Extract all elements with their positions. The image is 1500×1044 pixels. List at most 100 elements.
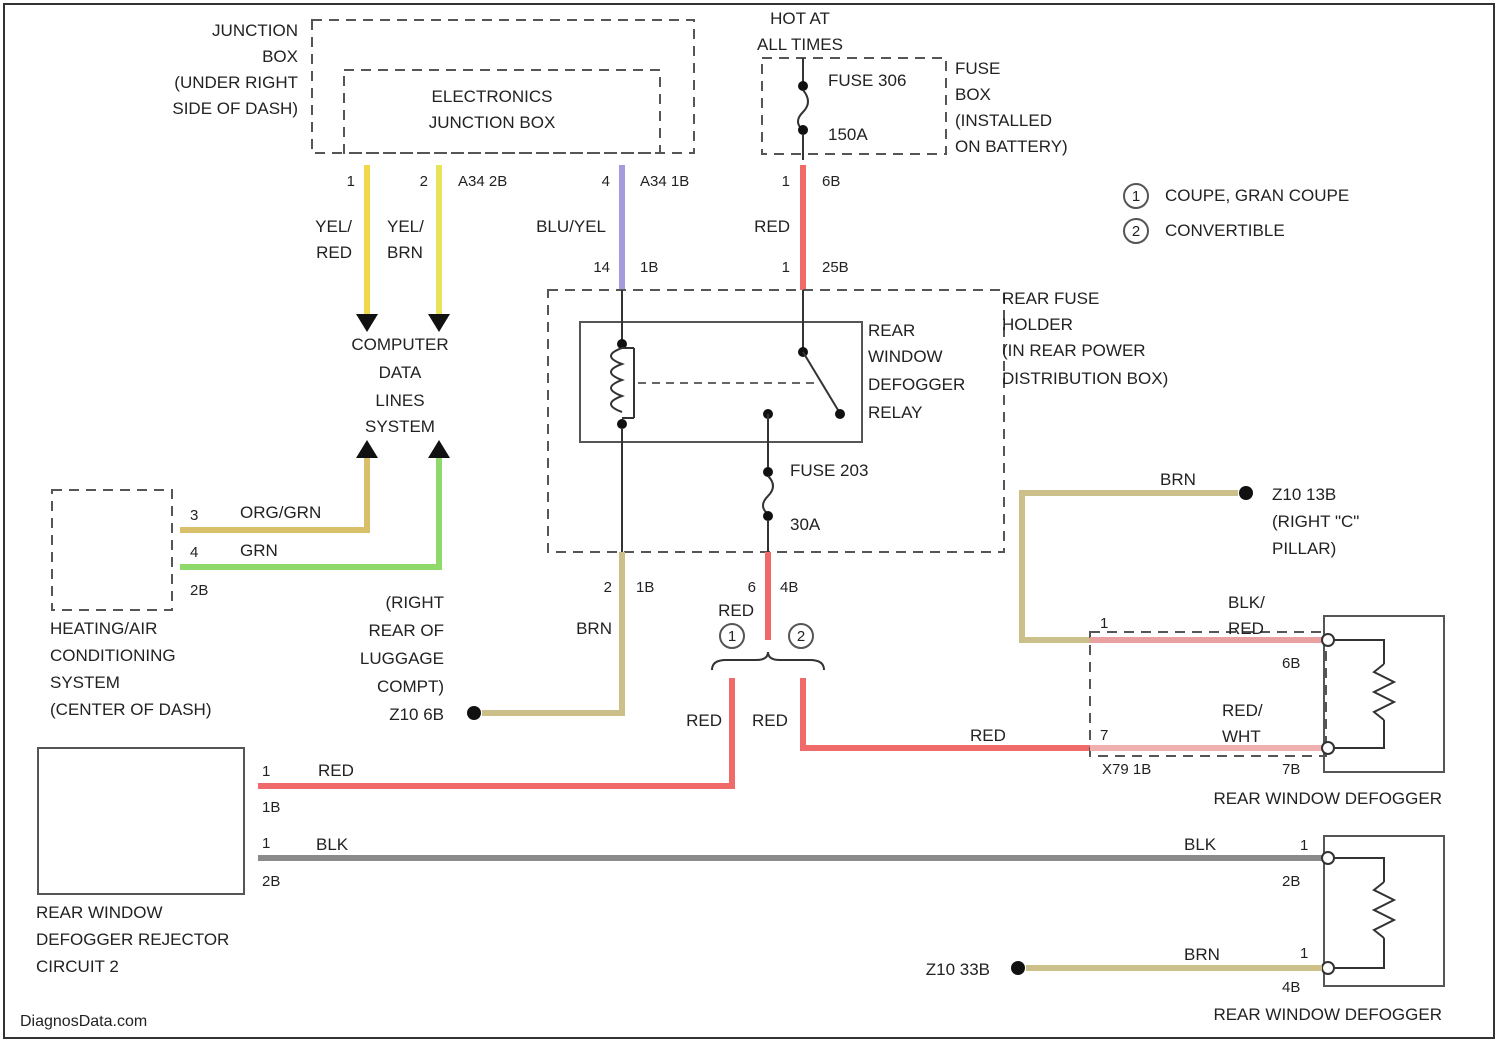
connector-label: 6B — [1282, 655, 1300, 672]
hot-at-all-times-label: HOT AT — [770, 9, 830, 28]
computer-data-lines-label: COMPUTER DATA LINES SYSTEM — [351, 335, 448, 436]
wire-color-label: ORG/GRN — [240, 503, 321, 522]
defogger-terminal — [1322, 742, 1334, 754]
wire-color-label: BLU/YEL — [536, 217, 606, 236]
wire-color-label: RED — [754, 217, 790, 236]
wire-color-label: RED — [686, 711, 722, 730]
defogger-heater-grid-icon — [1374, 882, 1394, 938]
z10-6b-location-line: COMPT) — [377, 677, 444, 696]
fuse-203-terminal — [763, 467, 773, 477]
relay-label-line: WINDOW — [868, 347, 943, 366]
rear-fuse-holder-label-line: (IN REAR POWER — [1002, 341, 1146, 360]
pin-label: 1 — [347, 173, 355, 190]
legend-2-label: CONVERTIBLE — [1165, 221, 1285, 240]
relay-switch-terminal — [835, 409, 845, 419]
wire-color-label: YEL/ — [315, 217, 352, 236]
pin-label: 6 — [748, 579, 756, 596]
connector-label: 4B — [780, 579, 798, 596]
pin-label: 1 — [262, 835, 270, 852]
ejb-label: ELECTRONICS — [432, 87, 553, 106]
wire-color-label: RED — [752, 711, 788, 730]
hvac-label-line: SYSTEM — [50, 673, 120, 692]
wire-color-label: RED — [316, 243, 352, 262]
fuse-306-terminal — [798, 81, 808, 91]
wire-color-label: RED — [718, 601, 754, 620]
junction-box-label-line: (UNDER RIGHT — [174, 73, 298, 92]
fuse-306-terminal — [798, 125, 808, 135]
fuse-203-symbol — [763, 476, 773, 514]
rear-fuse-holder-label-line: REAR FUSE — [1002, 289, 1099, 308]
wire-color-label: BLK/ — [1228, 593, 1265, 612]
fuse-box-label-line: BOX — [955, 85, 991, 104]
relay-label-line: REAR — [868, 321, 915, 340]
defogger-terminal — [1322, 852, 1334, 864]
pin-label: 1 — [782, 173, 790, 190]
connector-label: 1B — [636, 579, 654, 596]
electronics-junction-box — [344, 70, 660, 153]
wire-color-label: BLK — [316, 835, 349, 854]
wire-red-defogger — [803, 678, 1090, 748]
junction-box-label-line: JUNCTION — [212, 21, 298, 40]
rejector-label-line: DEFOGGER REJECTOR — [36, 930, 229, 949]
defogger-terminal — [1322, 634, 1334, 646]
wire-color-label: BRN — [1160, 470, 1196, 489]
connector-label: 4B — [1282, 979, 1300, 996]
defogger-grid-lead — [1334, 720, 1384, 748]
ground-z10-13b-icon — [1239, 486, 1253, 500]
wire-color-label: BRN — [576, 619, 612, 638]
pin-label: 2 — [420, 173, 428, 190]
defogger-terminal — [1322, 962, 1334, 974]
pin-label: 4 — [602, 173, 610, 190]
rejector-label-line: CIRCUIT 2 — [36, 957, 119, 976]
connector-label: 25B — [822, 259, 849, 276]
wire-brn-ground-13b — [1022, 493, 1238, 640]
ground-z10-33b-icon — [1011, 961, 1025, 975]
relay-label: REAR WINDOW DEFOGGER RELAY — [868, 321, 965, 422]
z10-6b-location-line: REAR OF — [368, 621, 444, 640]
defogger-heater-grid-icon — [1374, 664, 1394, 720]
rejector-label: REAR WINDOW DEFOGGER REJECTOR CIRCUIT 2 — [36, 903, 229, 976]
wire-color-label: GRN — [240, 541, 278, 560]
connector-x79 — [1090, 632, 1326, 756]
pin-label: 4 — [190, 544, 198, 561]
watermark: DiagnosData.com — [20, 1013, 147, 1030]
fuse-box-label-line: FUSE — [955, 59, 1000, 78]
fuse-306-label: FUSE 306 — [828, 71, 906, 90]
org-grn-arrow — [356, 440, 378, 458]
pin-label: 1 — [1300, 837, 1308, 854]
wire-color-label: RED/ — [1222, 701, 1263, 720]
cdl-label-line: COMPUTER — [351, 335, 448, 354]
pin-label: 3 — [190, 507, 198, 524]
z10-6b-location-line: (RIGHT — [385, 593, 444, 612]
rear-fuse-holder-label: REAR FUSE HOLDER (IN REAR POWER DISTRIBU… — [1002, 289, 1168, 388]
connector-label: A34 1B — [640, 173, 689, 190]
hvac-label-line: HEATING/AIR — [50, 619, 157, 638]
wire-color-label: RED — [318, 761, 354, 780]
connector-label: 1B — [262, 799, 280, 816]
junction-box-label-line: BOX — [262, 47, 298, 66]
hvac-label-line: (CENTER OF DASH) — [50, 700, 212, 719]
rear-fuse-holder — [548, 290, 1004, 552]
ground-z10-6b-icon — [467, 706, 481, 720]
cdl-label-line: LINES — [375, 391, 424, 410]
hot-at-all-times-label: ALL TIMES — [757, 35, 843, 54]
pin-label: 1 — [1100, 615, 1108, 632]
pin-label: 2 — [604, 579, 612, 596]
connector-label: 1B — [640, 259, 658, 276]
ground-z10-13b-location: PILLAR) — [1272, 539, 1336, 558]
cdl-label-line: DATA — [379, 363, 422, 382]
relay-label-line: RELAY — [868, 403, 923, 422]
wire-color-label: BLK — [1184, 835, 1217, 854]
pin-label: 1 — [782, 259, 790, 276]
rejector-label-line: REAR WINDOW — [36, 903, 163, 922]
connector-label: 2B — [262, 873, 280, 890]
diagram-frame — [4, 4, 1494, 1038]
ground-z10-33b-label: Z10 33B — [926, 960, 990, 979]
rear-window-defogger-label: REAR WINDOW DEFOGGER — [1213, 1005, 1442, 1024]
rear-window-defogger-label: REAR WINDOW DEFOGGER — [1213, 789, 1442, 808]
ground-z10-6b-label: Z10 6B — [389, 705, 444, 724]
z10-6b-location-line: LUGGAGE — [360, 649, 444, 668]
pin-label: 1 — [262, 763, 270, 780]
wire-color-label: WHT — [1222, 727, 1261, 746]
variant-1-number: 1 — [728, 628, 736, 645]
